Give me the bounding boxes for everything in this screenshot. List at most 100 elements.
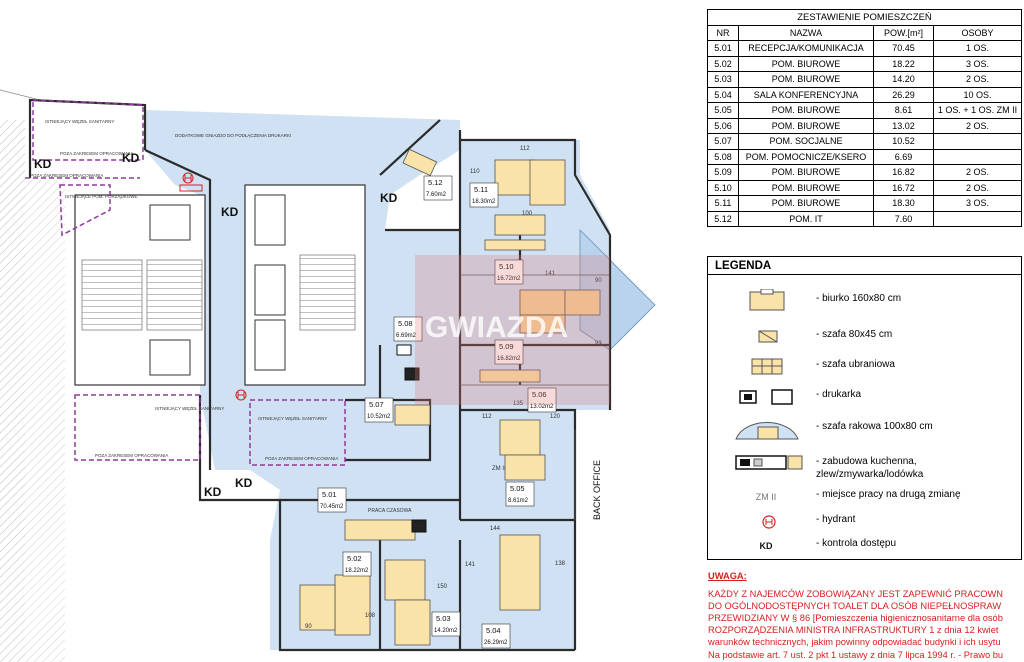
svg-text:16.82m2: 16.82m2 [497,356,521,362]
existing-room-label: ISTNIEJĄCE POM. PORZĄDKOWE [65,194,138,199]
work-area-label: PRACA CZASOWA [368,508,412,514]
dimension-label: 141 [545,271,556,277]
out-of-scope-label: POZA ZAKRESEM OPRACOWANIA [265,456,338,461]
kd-label: KD [122,151,140,165]
room-label-5.10: 5.10 16.72m2 [494,259,524,285]
floor-plan: ISTNIEJĄCY WĘZEŁ SANITARNY POZA ZAKRESEM… [0,89,656,662]
legend-item: - drukarka [708,385,1023,409]
svg-text:18.22m2: 18.22m2 [345,568,369,574]
room-label-5.06: 5.06 13.02m2 [527,387,557,413]
rack-icon [735,421,799,440]
out-of-scope-zones [25,99,346,466]
legend-item: - hydrant [708,510,1023,534]
existing-wc-label: ISTNIEJĄCY WĘZEŁ SANITARNY [45,119,114,124]
svg-text:7.60m2: 7.60m2 [426,192,447,198]
dimension-label: 120 [550,414,561,420]
table-header-row: NR NAZWA POW.[m²] OSOBY [707,24,1022,41]
notes-heading: UWAGA: [708,571,747,581]
svg-text:13.02m2: 13.02m2 [530,404,554,410]
note-line: DO OGÓLNODOSTĘPNYCH TOALET DLA OSÓB NIEP… [708,601,1002,612]
room-label-5.11: 5.11 18.30m2 [469,182,499,208]
legend-item: ZM II - miejsce pracy na drugą zmianę [708,485,1023,509]
watermark-box [415,255,610,405]
legend-item: - biurko 160x80 cm [708,289,1023,313]
svg-text:5.06: 5.06 [532,390,547,399]
dimension-label: 135 [513,401,524,407]
room-schedule-table: ZESTAWIENIE POMIESZCZEŃ NR NAZWA POW.[m²… [707,9,1022,227]
kd-label: KD [34,157,52,171]
legend-item: KD - kontrola dostępu [708,534,1023,558]
room-label-5.02: 5.02 18.22m2 [342,551,372,577]
room-label-5.05: 5.058.61m2 [505,481,535,507]
dimension-label: 108 [365,613,376,619]
kd-label: KD [380,191,398,205]
out-of-scope-label: POZA ZAKRESEM OPRACOWANIA [30,173,103,178]
dimension-label: 144 [490,526,501,532]
dimension-label: 90 [595,278,602,284]
svg-text:5.09: 5.09 [499,342,514,351]
svg-text:18.30m2: 18.30m2 [472,199,496,205]
svg-text:5.11: 5.11 [474,185,488,194]
dimension-label: 90 [305,624,312,630]
dimension-label: 112 [482,414,492,420]
svg-text:5.03: 5.03 [436,614,451,623]
hatched-wall-area [25,180,65,662]
hydrant-icon [179,172,247,401]
table-header: NAZWA [738,24,874,41]
svg-text:5.01: 5.01 [322,490,337,499]
room-label-5.08: 5.08 6.69m2 [393,316,423,342]
kd-label: KD [204,485,222,499]
zm-ii-label: ZM II [492,466,506,472]
svg-text:5.08: 5.08 [398,319,413,328]
svg-text:5.10: 5.10 [499,262,514,271]
svg-text:5.12: 5.12 [428,178,443,187]
dimension-label: 141 [465,562,476,568]
svg-text:5.07: 5.07 [369,400,384,409]
desk-icon [749,289,785,311]
svg-text:5.02: 5.02 [347,554,362,563]
dimension-label: 100 [522,211,533,217]
dimension-label: 150 [437,584,448,590]
svg-text:6.69m2: 6.69m2 [396,333,417,339]
watermark-text: GWIAZDA [425,311,568,344]
kd-icon: KD [759,541,773,551]
dimension-label: 112 [520,146,530,152]
svg-text:16.72m2: 16.72m2 [497,276,521,282]
note-line: PRZEWIDZIANY W § 86 [Pomieszczenia higie… [708,613,1003,624]
table-header: POW.[m²] [873,24,934,41]
legend-item: - szafa 80x45 cm [708,325,1023,349]
table-header: OSOBY [933,24,1022,41]
cabinet-icon [758,330,778,343]
stair-core-left [74,194,206,386]
svg-text:5.05: 5.05 [510,484,525,493]
kd-label: KD [235,476,253,490]
note-line: ROZPORZĄDZENIA MINISTRA INFRASTRUKTURY 1… [708,625,999,636]
existing-wc-label: ISTNIEJĄCY WĘZEŁ SANITARNY [155,406,224,411]
printer-icon [739,389,793,405]
dimension-label: 110 [470,169,480,175]
back-office-label: BACK OFFICE [592,460,602,520]
existing-wc-label: ISTNIEJĄCY WĘZEŁ SANITARNY [258,416,327,421]
stair-core-right [244,184,366,386]
note-line: KAŻDY Z NAJEMCÓW ZOBOWIĄZANY JEST ZAPEWN… [708,589,1003,600]
note-line: warunków technicznych, jakim powinny odp… [708,637,1001,648]
room-label-5.12: 5.12 7.60m2 [423,175,453,201]
extra-socket-label: DODATKOWE GNIAZDO DO PODŁĄCZENIA DRUKARK… [175,133,291,138]
out-of-scope-label: POZA ZAKRESEM OPRACOWANIA [95,453,168,458]
legend-item: - szafa rakowa 100x80 cm [708,417,1023,441]
zm-ii-icon: ZM II [755,492,777,502]
room-label-5.09: 5.09 16.82m2 [494,339,524,365]
